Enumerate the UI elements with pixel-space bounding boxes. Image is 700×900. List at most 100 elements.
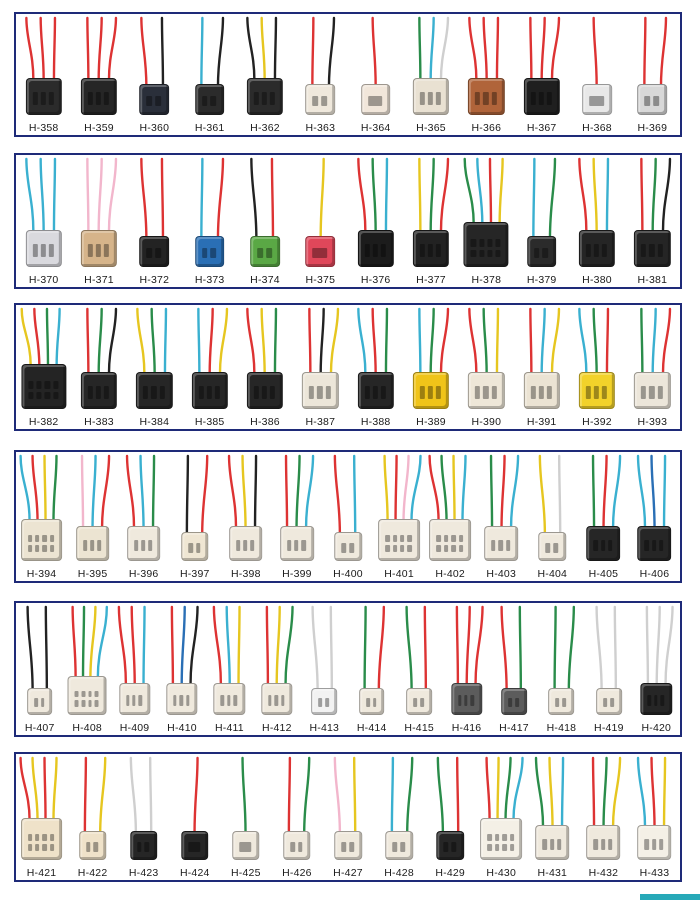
- connector-item[interactable]: H-411: [206, 603, 253, 739]
- part-number-label: H-426: [282, 867, 312, 879]
- connector-item[interactable]: H-382: [16, 305, 71, 433]
- connector-item[interactable]: H-385: [182, 305, 237, 433]
- connector-item[interactable]: H-380: [569, 155, 624, 291]
- connector-item[interactable]: H-377: [403, 155, 458, 291]
- connector-item[interactable]: H-429: [425, 754, 476, 884]
- connector-item[interactable]: H-383: [71, 305, 126, 433]
- connector-item[interactable]: H-426: [271, 754, 322, 884]
- connector-item[interactable]: H-379: [514, 155, 569, 291]
- connector-item[interactable]: H-398: [220, 452, 271, 585]
- connector-housing: [334, 532, 362, 561]
- connector-item[interactable]: H-370: [16, 155, 71, 291]
- wire: [518, 605, 523, 691]
- connector-item[interactable]: H-427: [322, 754, 373, 884]
- connector-item[interactable]: H-415: [395, 603, 442, 739]
- wire: [540, 307, 546, 376]
- connector-item[interactable]: H-387: [293, 305, 348, 433]
- connector-item[interactable]: H-388: [348, 305, 403, 433]
- connector-item[interactable]: H-432: [578, 754, 629, 884]
- terminal-slot: [365, 698, 370, 708]
- connector-item[interactable]: H-366: [459, 14, 514, 139]
- connector-item[interactable]: H-368: [569, 14, 624, 139]
- connector-item[interactable]: H-363: [293, 14, 348, 139]
- connector-item[interactable]: H-361: [182, 14, 237, 139]
- connector-item[interactable]: H-362: [237, 14, 292, 139]
- connector-item[interactable]: H-409: [111, 603, 158, 739]
- connector-item[interactable]: H-418: [538, 603, 585, 739]
- wire: [305, 454, 315, 530]
- connector-item[interactable]: H-424: [169, 754, 220, 884]
- connector-item[interactable]: H-384: [127, 305, 182, 433]
- connector-item[interactable]: H-375: [293, 155, 348, 291]
- connector-item[interactable]: H-423: [118, 754, 169, 884]
- wire: [550, 307, 561, 376]
- connector-item[interactable]: H-381: [625, 155, 680, 291]
- connector-item[interactable]: H-372: [127, 155, 182, 291]
- connector-item[interactable]: H-358: [16, 14, 71, 139]
- terminal-slot: [372, 386, 378, 399]
- connector-housing: [311, 687, 338, 715]
- connector-item[interactable]: H-404: [527, 452, 578, 585]
- connector-item[interactable]: H-397: [169, 452, 220, 585]
- connector-item[interactable]: H-414: [348, 603, 395, 739]
- connector-item[interactable]: H-403: [476, 452, 527, 585]
- connector-housing: [484, 526, 519, 561]
- connector-item[interactable]: H-407: [16, 603, 63, 739]
- connector-item[interactable]: H-433: [629, 754, 680, 884]
- connector-item[interactable]: H-393: [625, 305, 680, 433]
- connector-item[interactable]: H-399: [271, 452, 322, 585]
- connector-item[interactable]: H-401: [374, 452, 425, 585]
- connector-item[interactable]: H-420: [633, 603, 680, 739]
- connector-item[interactable]: H-421: [16, 754, 67, 884]
- wire-bundle: [71, 605, 109, 679]
- terminal-slot: [155, 248, 162, 259]
- wire: [465, 605, 471, 686]
- terminal-slot: [35, 545, 40, 553]
- connector-item[interactable]: H-389: [403, 305, 458, 433]
- connector-item[interactable]: H-417: [490, 603, 537, 739]
- terminal-slot: [133, 539, 139, 552]
- terminal-slot: [392, 545, 398, 553]
- connector-item[interactable]: H-376: [348, 155, 403, 291]
- connector-item[interactable]: H-410: [158, 603, 205, 739]
- connector-item[interactable]: H-394: [16, 452, 67, 585]
- connector-item[interactable]: H-365: [403, 14, 458, 139]
- connector-item[interactable]: H-390: [459, 305, 514, 433]
- connector-item[interactable]: H-430: [476, 754, 527, 884]
- connector-item[interactable]: H-400: [322, 452, 373, 585]
- connector-item[interactable]: H-378: [459, 155, 514, 291]
- connector-item[interactable]: H-392: [569, 305, 624, 433]
- connector-item[interactable]: H-373: [182, 155, 237, 291]
- connector-item[interactable]: H-431: [527, 754, 578, 884]
- connector-item[interactable]: H-416: [443, 603, 490, 739]
- connector-housing: [637, 84, 668, 115]
- part-number-label: H-366: [471, 122, 502, 134]
- connector-item[interactable]: H-369: [625, 14, 680, 139]
- connector-item[interactable]: H-367: [514, 14, 569, 139]
- connector-item[interactable]: H-371: [71, 155, 126, 291]
- connector-item[interactable]: H-408: [63, 603, 110, 739]
- connector-item[interactable]: H-425: [220, 754, 271, 884]
- wire: [285, 454, 289, 530]
- connector-item[interactable]: H-412: [253, 603, 300, 739]
- connector-item[interactable]: H-396: [118, 452, 169, 585]
- connector-item[interactable]: H-364: [348, 14, 403, 139]
- connector-item[interactable]: H-386: [237, 305, 292, 433]
- connector-item[interactable]: H-406: [629, 452, 680, 585]
- connector-item[interactable]: H-413: [301, 603, 348, 739]
- connector-item[interactable]: H-402: [425, 452, 476, 585]
- connector-item[interactable]: H-359: [71, 14, 126, 139]
- connector-item[interactable]: H-395: [67, 452, 118, 585]
- connector-item[interactable]: H-391: [514, 305, 569, 433]
- connector-item[interactable]: H-405: [578, 452, 629, 585]
- part-number-label: H-398: [231, 568, 261, 580]
- connector-item[interactable]: H-422: [67, 754, 118, 884]
- connector-item[interactable]: H-374: [237, 155, 292, 291]
- connector-item[interactable]: H-428: [374, 754, 425, 884]
- terminal-slot: [585, 386, 591, 399]
- wire: [52, 157, 57, 234]
- wire-bundle: [467, 16, 499, 82]
- wire: [611, 756, 622, 829]
- connector-item[interactable]: H-419: [585, 603, 632, 739]
- connector-item[interactable]: H-360: [127, 14, 182, 139]
